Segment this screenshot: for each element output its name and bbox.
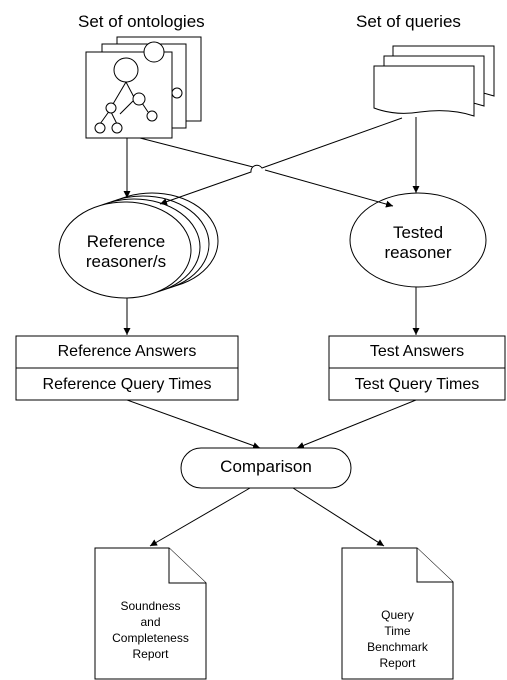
reference-reasoner-label: Reference reasoner/s [65,232,187,272]
comparison-box [180,447,352,489]
ontologies-label: Set of ontologies [78,12,205,31]
benchmark-report-label: Query Time Benchmark Report [342,607,453,671]
benchmark-line: Time [384,624,411,638]
soundness-line: Soundness [120,599,181,613]
benchmark-line: Benchmark [367,640,428,654]
tested-reasoner-label: Tested reasoner [357,223,479,263]
test-answers-label: Test Answers [369,343,465,360]
comparison-label: Comparison [220,457,312,476]
ontology-tree-icon [94,41,183,134]
soundness-line: Completeness [112,631,189,645]
soundness-report-label: Soundness and Completeness Report [95,598,206,662]
tested-reasoner-ellipse [349,192,487,288]
benchmark-report-doc [341,547,454,680]
reference-reasoner-line2: reasoner/s [85,252,167,271]
soundness-line: Report [132,647,169,661]
soundness-line: and [140,615,161,629]
reference-results-box [15,335,239,401]
queries-stack [373,45,495,117]
reference-reasoner-line1: Reference [86,232,166,251]
tested-reasoner-line1: Tested [392,223,444,242]
reference-answers-label: Reference Answers [57,343,197,360]
test-times-label: Test Query Times [354,376,480,393]
reference-times-label: Reference Query Times [42,376,212,393]
tested-reasoner-line2: reasoner [384,243,452,262]
queries-label: Set of queries [356,12,461,31]
reference-reasoner-ellipses [58,192,219,299]
test-results-box [328,335,506,401]
benchmark-line: Report [379,656,416,670]
ontologies-stack [85,36,202,139]
crossing-arrows [123,117,420,547]
soundness-report-doc [94,547,207,680]
benchmark-line: Query [381,608,414,622]
